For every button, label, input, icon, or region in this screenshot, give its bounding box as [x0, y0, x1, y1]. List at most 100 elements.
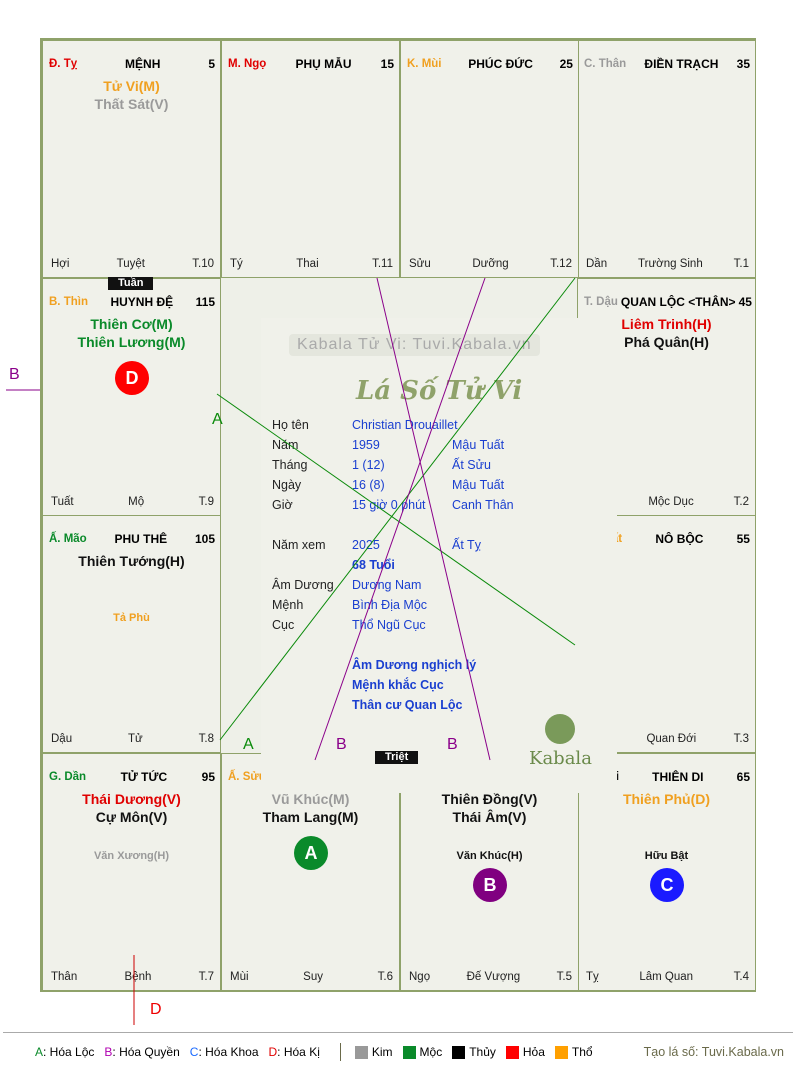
branch: Tý [230, 258, 243, 270]
branch: Sửu [409, 258, 431, 270]
line-a1 [216, 393, 576, 646]
info-label: Âm Dương [272, 578, 334, 592]
palace-number: 25 [559, 57, 573, 71]
age-marker: T.3 [733, 733, 749, 745]
palace-can: B. Thìn [49, 296, 88, 308]
color-swatch [354, 1046, 368, 1060]
info-value: Thổ Ngũ Cục [352, 618, 426, 632]
branch: Tỵ [586, 971, 599, 983]
divider [3, 1032, 793, 1033]
info-value-2: Canh Thân [452, 498, 514, 512]
info-note: Âm Dương nghịch lý [352, 658, 477, 672]
minor-star: Hữu Bật [644, 850, 689, 862]
life-stage: Suy [303, 971, 323, 983]
palace-name: HUYNH ĐỆ [110, 295, 174, 309]
major-star: Vũ Khúc(M) [271, 791, 350, 807]
arrow-label-b: B [336, 736, 347, 753]
transform-badge: B [473, 868, 507, 902]
age-marker: T.2 [733, 496, 749, 508]
legend-hoa: C: Hóa Khoa [189, 1045, 259, 1059]
palace-can: Ấ. Sửu [228, 771, 266, 783]
minor-star: Tả Phù [113, 612, 150, 624]
legend-element: Thổ [554, 1045, 593, 1060]
major-star: Thất Sát(V) [94, 96, 169, 112]
info-value: 1 (12) [352, 458, 385, 472]
info-value: 68 Tuổi [352, 558, 395, 572]
palace-can: Ấ. Mão [49, 533, 87, 545]
info-value-2: Ất Tỵ [452, 538, 481, 552]
legend-hoa: A: Hóa Lộc [35, 1045, 95, 1059]
palace-can: G. Dần [49, 771, 87, 783]
info-value: 16 (8) [352, 478, 385, 492]
major-star: Cự Môn(V) [95, 809, 168, 825]
age-marker: T.12 [550, 258, 572, 270]
life-stage: Bệnh [124, 971, 152, 983]
legend-element: Hỏa [505, 1045, 545, 1060]
palace-name: QUAN LỘC <THÂN> [620, 295, 736, 309]
branch: Tuất [51, 496, 74, 508]
legend-hoa: D: Hóa Kị [268, 1045, 320, 1059]
major-star: Tham Lang(M) [262, 809, 359, 825]
watermark: Kabala Tử Vi: Tuvi.Kabala.vn [289, 334, 540, 356]
palace-can: T. Dậu [584, 296, 618, 308]
info-note: Thân cư Quan Lộc [352, 698, 463, 712]
age-marker: T.8 [198, 733, 214, 745]
age-marker: T.1 [733, 258, 749, 270]
info-value: Dương Nam [352, 578, 422, 592]
life-stage: Lâm Quan [639, 971, 694, 983]
life-stage: Trường Sinh [638, 258, 703, 270]
life-stage: Tuyệt [116, 258, 145, 270]
age-marker: T.9 [198, 496, 214, 508]
palace-can: Đ. Tỵ [49, 58, 78, 70]
info-note: Mệnh khắc Cục [352, 678, 444, 692]
minor-star: Văn Khúc(H) [456, 850, 523, 862]
life-stage: Tử [128, 733, 143, 745]
major-star: Thiên Cơ(M) [90, 316, 173, 332]
palace-number: 45 [738, 295, 752, 309]
credit: Tạo lá số: Tuvi.Kabala.vn [643, 1045, 784, 1059]
kabala-logo: Kabala [529, 714, 592, 769]
info-value: 1959 [352, 438, 380, 452]
info-label: Năm xem [272, 538, 326, 552]
major-star: Tử Vi(M) [103, 78, 160, 94]
palace-can: K. Mùi [407, 58, 442, 70]
major-star: Thái Âm(V) [452, 809, 527, 825]
arrow-label-b: B [9, 366, 20, 383]
palace-name: ĐIỀN TRẠCH [644, 57, 719, 71]
chart-title: Lá Số Tử Vi [356, 376, 523, 406]
palace-name: THIÊN DI [652, 770, 704, 784]
info-value-2: Mậu Tuất [452, 478, 505, 492]
palace-number: 5 [208, 57, 215, 71]
info-value-2: Mậu Tuất [452, 438, 505, 452]
info-value: Christian Drouaillet [352, 418, 458, 432]
triet-label: Triệt [375, 751, 419, 764]
info-label: Mệnh [272, 598, 304, 612]
major-star: Thiên Lương(M) [77, 334, 186, 350]
age-marker: T.4 [733, 971, 749, 983]
palace-name: PHỤ MẪU [295, 57, 352, 71]
center-info: Kabala Tử Vi: Tuvi.Kabala.vn Lá Số Tử Vi… [261, 318, 617, 793]
minor-star: Văn Xương(H) [93, 850, 170, 862]
major-star: Phá Quân(H) [624, 334, 709, 350]
info-label: Họ tên [272, 418, 309, 432]
palace-number: 95 [201, 770, 215, 784]
major-star: Thiên Tướng(H) [78, 553, 185, 569]
branch: Hợi [51, 258, 70, 270]
line-b1 [376, 277, 491, 761]
line-b2 [314, 277, 486, 761]
info-value-2: Ất Sửu [452, 458, 491, 472]
legend-divider [339, 1043, 341, 1061]
major-star: Liêm Trinh(H) [621, 316, 712, 332]
major-star: Thái Dương(V) [82, 791, 181, 807]
age-marker: T.10 [192, 258, 214, 270]
palace-number: 15 [380, 57, 394, 71]
